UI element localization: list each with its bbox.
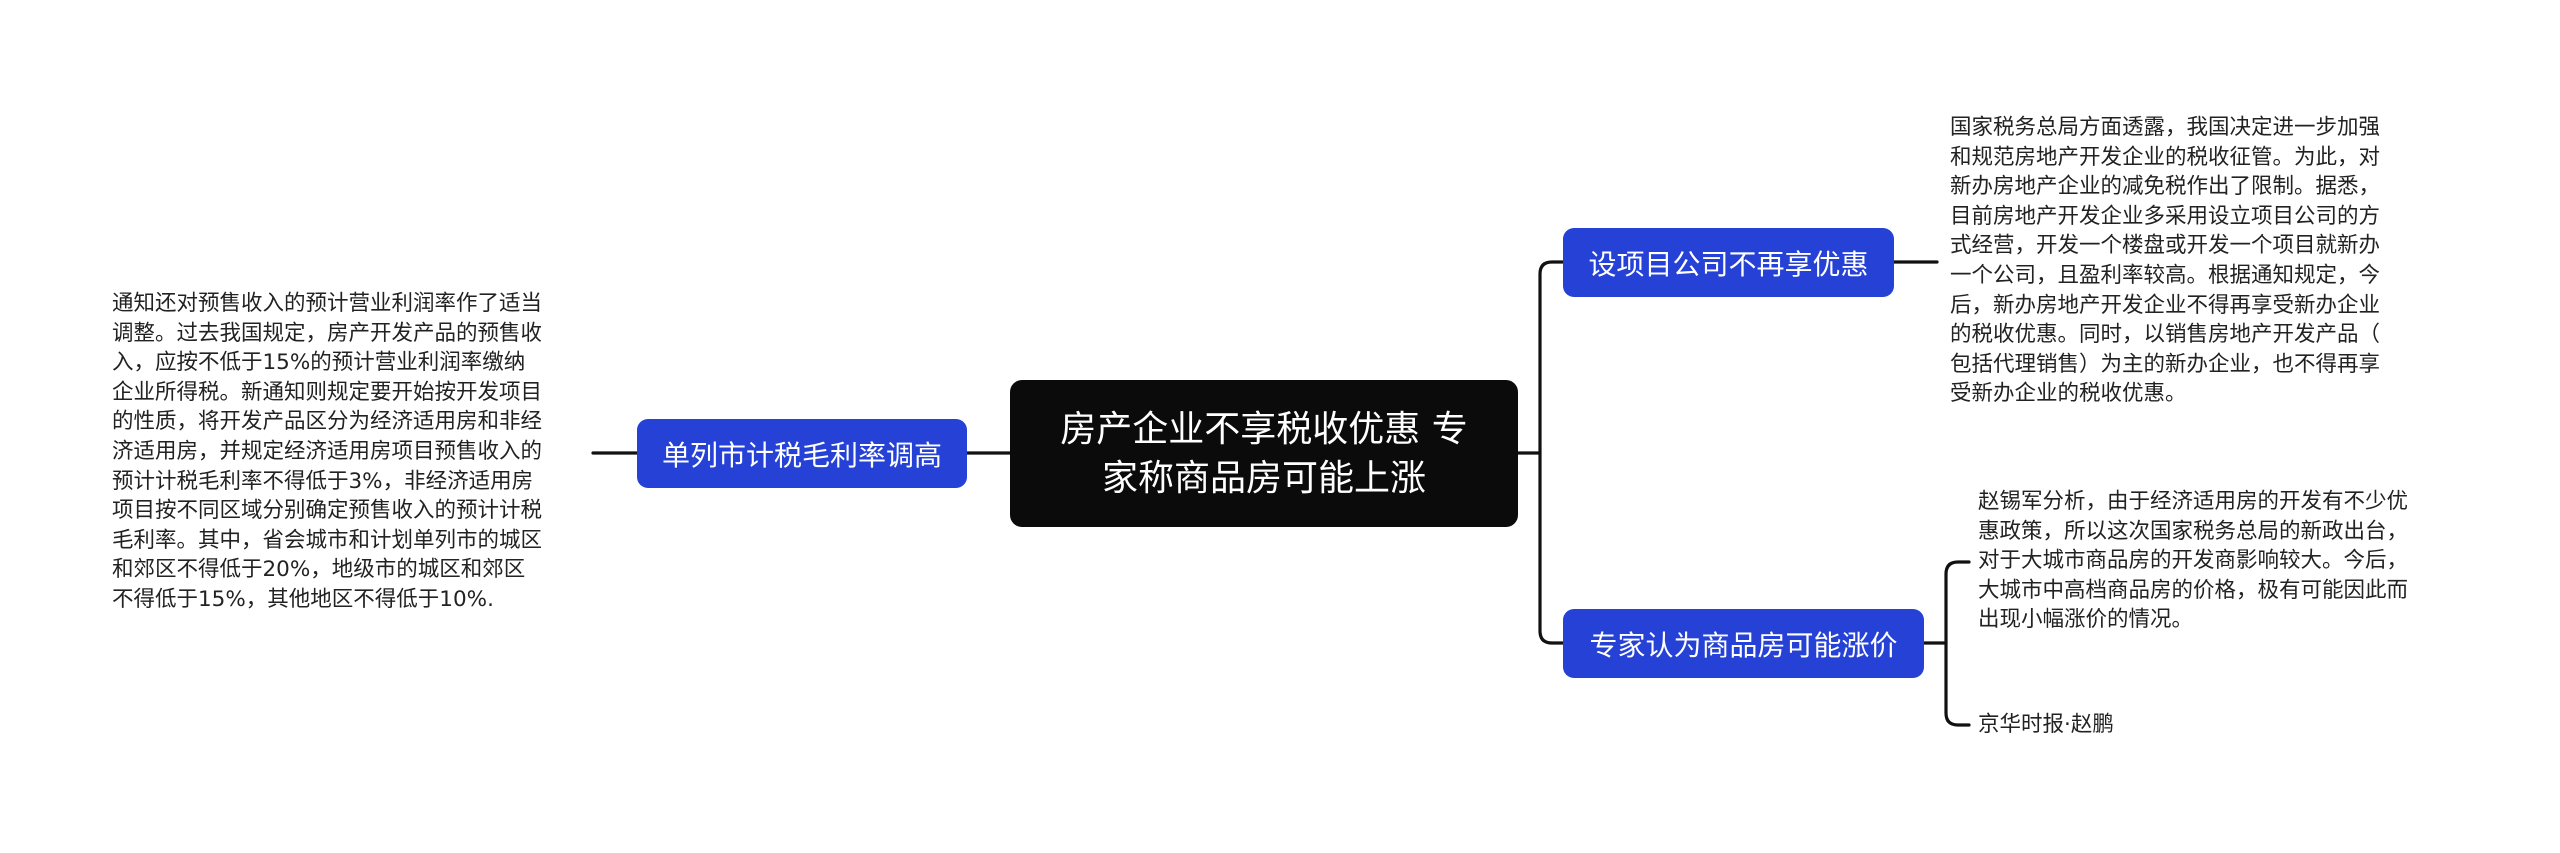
branch-node-expert-opinion[interactable]: 专家认为商品房可能涨价 bbox=[1563, 609, 1924, 678]
leaf-line: 对于大城市商品房的开发商影响较大。今后， bbox=[1978, 548, 2409, 574]
root-title: 房产企业不享税收优惠 专 家称商品房可能上涨 bbox=[1060, 405, 1467, 503]
leaf-line: 式经营，开发一个楼盘或开发一个项目就新办 bbox=[1950, 233, 2381, 259]
leaf-line: 一个公司，且盈利率较高。根据通知规定，今 bbox=[1950, 262, 2381, 288]
leaf-line: 的性质，将开发产品区分为经济适用房和非经 bbox=[112, 409, 543, 435]
leaf-line: 通知还对预售收入的预计营业利润率作了适当 bbox=[112, 291, 543, 316]
leaf-line: 入，应按不低于15%的预计营业利润率缴纳 bbox=[112, 350, 526, 376]
leaf-line: 大城市中高档商品房的价格，极有可能因此而 bbox=[1978, 577, 2409, 603]
leaf-line: 后，新办房地产开发企业不得再享受新办企业 bbox=[1950, 292, 2381, 318]
leaf-line: 新办房地产企业的减免税作出了限制。据悉， bbox=[1950, 174, 2381, 200]
leaf-line: 赵锡军分析，由于经济适用房的开发有不少优 bbox=[1978, 489, 2409, 514]
leaf-text-left: 通知还对预售收入的预计营业利润率作了适当 调整。过去我国规定，房产开发产品的预售… bbox=[112, 289, 590, 615]
root-title-line-1: 房产企业不享税收优惠 专 bbox=[1060, 408, 1468, 450]
leaf-line: 的税收优惠。同时，以销售房地产开发产品（ bbox=[1950, 322, 2381, 348]
link-trunk-right bbox=[1538, 260, 1565, 645]
branch-label-expert-opinion: 专家认为商品房可能涨价 bbox=[1589, 628, 1898, 662]
branch-node-left[interactable]: 单列市计税毛利率调高 bbox=[637, 419, 967, 488]
leaf-line: 不得低于15%，其他地区不得低于10%. bbox=[112, 586, 494, 612]
link-subtrunk bbox=[1944, 560, 1971, 727]
root-node[interactable]: 房产企业不享税收优惠 专 家称商品房可能上涨 bbox=[1010, 380, 1518, 527]
leaf-line: 预计计税毛利率不得低于3%，非经济适用房 bbox=[112, 468, 534, 494]
leaf-line: 济适用房，并规定经济适用房项目预售收入的 bbox=[112, 438, 543, 464]
leaf-line: 目前房地产开发企业多采用设立项目公司的方 bbox=[1950, 203, 2381, 229]
leaf-line: 项目按不同区域分别确定预售收入的预计计税 bbox=[112, 498, 543, 524]
leaf-text-expert-opinion: 赵锡军分析，由于经济适用房的开发有不少优 惠政策，所以这次国家税务总局的新政出台… bbox=[1978, 487, 2468, 635]
root-title-line-2: 家称商品房可能上涨 bbox=[1101, 457, 1426, 499]
branch-label-left: 单列市计税毛利率调高 bbox=[661, 438, 942, 472]
branch-label-project-company: 设项目公司不再享优惠 bbox=[1588, 247, 1869, 281]
branch-node-project-company[interactable]: 设项目公司不再享优惠 bbox=[1563, 228, 1894, 297]
leaf-line: 和规范房地产开发企业的税收征管。为此，对 bbox=[1950, 144, 2381, 170]
leaf-line: 调整。过去我国规定，房产开发产品的预售收 bbox=[112, 320, 543, 346]
leaf-line: 受新办企业的税收优惠。 bbox=[1950, 381, 2187, 407]
leaf-line: 出现小幅涨价的情况。 bbox=[1978, 607, 2194, 633]
source-attribution: 京华时报·赵鹏 bbox=[1978, 712, 2114, 737]
leaf-line: 惠政策，所以这次国家税务总局的新政出台， bbox=[1978, 518, 2409, 544]
leaf-line: 和郊区不得低于20%，地级市的城区和郊区 bbox=[112, 557, 526, 583]
leaf-text-project-company: 国家税务总局方面透露，我国决定进一步加强 和规范房地产开发企业的税收征管。为此，… bbox=[1950, 113, 2428, 409]
leaf-line: 包括代理销售）为主的新办企业，也不得再享 bbox=[1950, 351, 2381, 377]
leaf-line: 国家税务总局方面透露，我国决定进一步加强 bbox=[1950, 115, 2381, 140]
leaf-text-source: 京华时报·赵鹏 bbox=[1978, 710, 2278, 740]
leaf-line: 企业所得税。新通知则规定要开始按开发项目 bbox=[112, 379, 543, 405]
leaf-line: 毛利率。其中，省会城市和计划单列市的城区 bbox=[112, 527, 543, 553]
